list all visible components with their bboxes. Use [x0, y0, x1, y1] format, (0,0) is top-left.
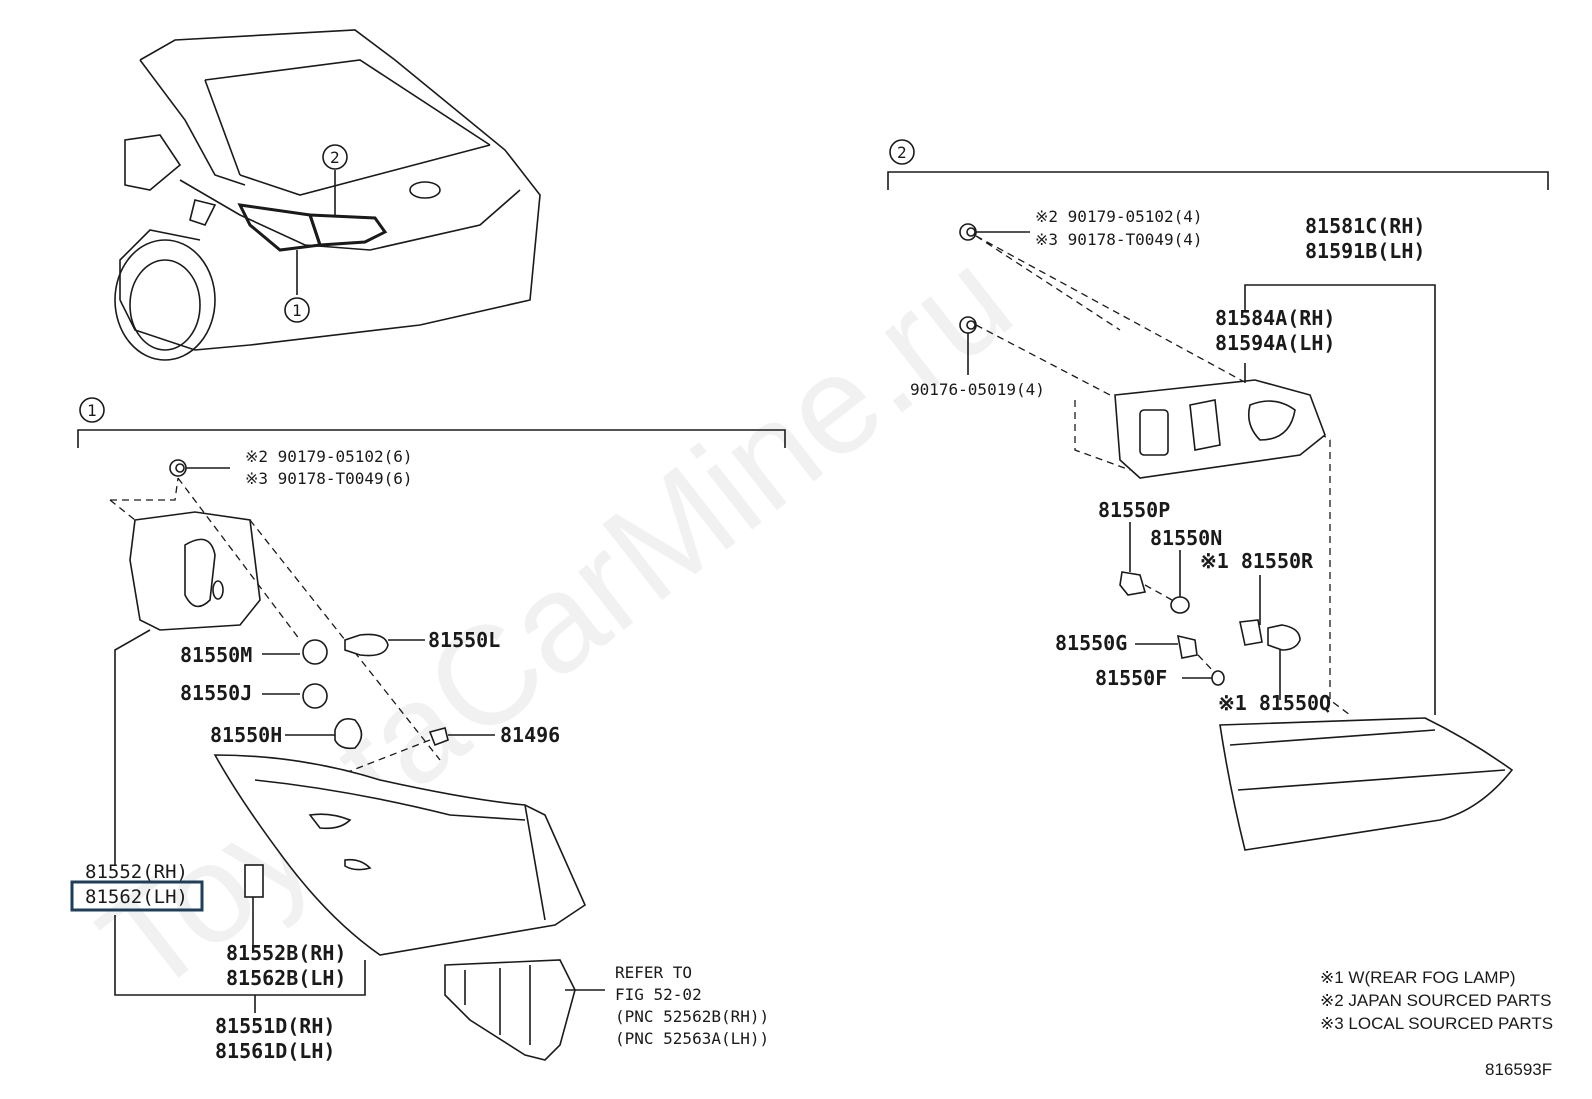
socket-81550J[interactable] [302, 683, 328, 709]
legend-line-2: ※2 JAPAN SOURCED PARTS [1320, 991, 1552, 1010]
rear-combination-lamp[interactable] [213, 754, 587, 956]
nut2-label-a: ※2 90179-05102(4) [1035, 207, 1203, 226]
refer-line-2[interactable]: FIG 52-02 [615, 985, 702, 1004]
refer-line-1: REFER TO [615, 963, 692, 982]
clip-81496[interactable] [428, 727, 449, 747]
svg-text:2: 2 [330, 148, 340, 167]
car-rear-illustration [114, 29, 541, 361]
lamp-rh-label[interactable]: 81552(RH) [85, 861, 188, 883]
label-81550P[interactable]: 81550P [1098, 498, 1170, 522]
nut2-label-c: 90176-05019(4) [910, 380, 1045, 399]
nut-icon[interactable] [169, 459, 187, 477]
bulb-81550F[interactable] [1211, 670, 1225, 686]
refer-line-3: (PNC 52562B(RH)) [615, 1007, 769, 1026]
label-81550N[interactable]: 81550N [1150, 526, 1222, 550]
lamp-lh-highlight [70, 880, 204, 912]
label-81550L[interactable]: 81550L [428, 628, 500, 652]
mounting-bracket[interactable] [444, 959, 576, 1061]
label-81496[interactable]: 81496 [500, 723, 560, 747]
refer-line-4: (PNC 52563A(LH)) [615, 1029, 769, 1048]
svg-text:1: 1 [292, 301, 302, 320]
svg-text:1: 1 [87, 401, 97, 420]
label-assy-rh[interactable]: 81551D(RH) [215, 1014, 335, 1038]
legend: ※1 W(REAR FOG LAMP) ※2 JAPAN SOURCED PAR… [1320, 968, 1553, 1033]
label-81550H[interactable]: 81550H [210, 723, 282, 747]
label-81550F[interactable]: 81550F [1095, 666, 1167, 690]
gasket-plate[interactable] [129, 511, 261, 631]
svg-text:2: 2 [897, 143, 907, 162]
nut-label-a: ※2 90179-05102(6) [245, 447, 413, 466]
section-2: 2 ※2 90179-05102(4) ※3 90178-T0049(4) 90… [887, 139, 1549, 851]
nut-label-b: ※3 90178-T0049(6) [245, 469, 413, 488]
section-1-callout[interactable]: 1 [79, 397, 105, 423]
outer-lamp-outline [237, 203, 323, 252]
label-81550J[interactable]: 81550J [180, 681, 252, 705]
bulb-81550N[interactable] [1170, 596, 1190, 614]
inner-lamp-outline [307, 213, 388, 247]
socket-81550G[interactable] [1176, 634, 1198, 659]
label-81550M[interactable]: 81550M [180, 643, 252, 667]
nut-icon-lower[interactable] [959, 316, 977, 334]
nut2-label-b: ※3 90178-T0049(4) [1035, 230, 1203, 249]
sub-lamp-plate[interactable] [244, 864, 264, 898]
callout-1-car[interactable]: 1 [284, 297, 310, 323]
label-gasket-rh[interactable]: 81584A(RH) [1215, 306, 1335, 330]
socket-81550P[interactable] [1119, 571, 1147, 596]
nut-icon-upper[interactable] [959, 223, 977, 241]
diagram-id: 816593F [1485, 1060, 1552, 1079]
label-81550R[interactable]: ※1 81550R [1200, 549, 1314, 573]
bulb-81550L[interactable] [344, 633, 389, 657]
label-sub-lh[interactable]: 81562B(LH) [226, 966, 346, 990]
socket-81550M[interactable] [302, 639, 328, 665]
label-assy2-lh[interactable]: 81591B(LH) [1305, 239, 1425, 263]
label-gasket-lh[interactable]: 81594A(LH) [1215, 331, 1335, 355]
label-assy2-rh[interactable]: 81581C(RH) [1305, 214, 1425, 238]
bulb-81550H[interactable] [334, 717, 363, 750]
callout-2-car[interactable]: 2 [322, 144, 348, 170]
gasket-81584A[interactable] [1114, 379, 1326, 479]
label-81550Q[interactable]: ※1 81550Q [1218, 691, 1331, 715]
label-sub-rh[interactable]: 81552B(RH) [226, 941, 346, 965]
legend-line-3: ※3 LOCAL SOURCED PARTS [1320, 1014, 1553, 1033]
label-assy-lh[interactable]: 81561D(LH) [215, 1039, 335, 1063]
socket-81550R[interactable] [1239, 619, 1263, 646]
section-1: 1 ※2 90179-05102(6) ※3 90178-T0049(6) 81… [70, 397, 786, 1063]
lamp-lh-label[interactable]: 81562(LH) [85, 886, 188, 908]
bulb-81550R[interactable] [1267, 624, 1301, 651]
section-2-callout[interactable]: 2 [889, 139, 915, 165]
label-81550G[interactable]: 81550G [1055, 631, 1127, 655]
legend-line-1: ※1 W(REAR FOG LAMP) [1320, 968, 1516, 987]
inner-lamp-81581C[interactable] [1219, 717, 1514, 851]
